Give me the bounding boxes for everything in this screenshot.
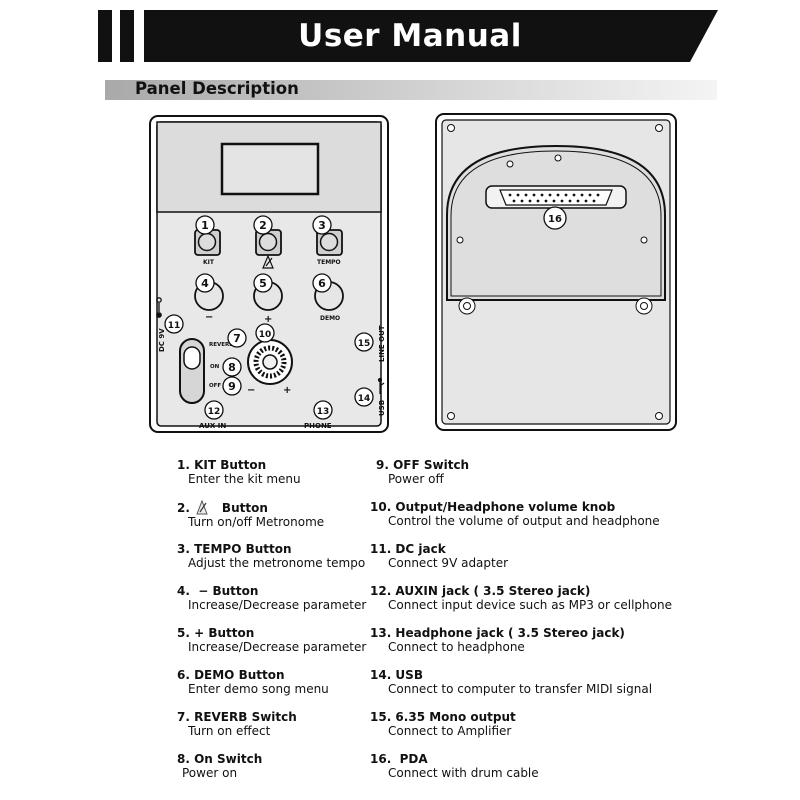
callout-9: 9	[228, 380, 236, 393]
usb-label: USB	[378, 400, 386, 416]
callout-11: 11	[168, 321, 181, 331]
item-desc: Turn on/off Metronome	[188, 515, 325, 529]
list-item: 16. PDA Connect with drum cable	[370, 752, 539, 780]
list-item: 8. On Switch Power on	[177, 752, 262, 780]
item-desc: Adjust the metronome tempo	[188, 556, 366, 570]
list-item: 1. KIT Button Enter the kit menu	[177, 458, 301, 486]
power-slide-switch[interactable]	[179, 338, 205, 404]
dc-label: DC 9V	[158, 328, 166, 352]
list-item: 5. + Button Increase/Decrease parameter	[177, 626, 366, 654]
plus-label: +	[264, 314, 272, 325]
section-title: Panel Description	[135, 79, 299, 98]
header-banner	[98, 10, 718, 62]
item-title: 4. − Button	[177, 584, 259, 598]
item-desc: Increase/Decrease parameter	[188, 598, 367, 612]
item-title: 7. REVERB Switch	[177, 710, 297, 724]
line-out-label: LINE OUT	[378, 325, 386, 362]
item-title: 3. TEMPO Button	[177, 542, 292, 556]
item-title: 15. 6.35 Mono output	[370, 710, 516, 724]
front-panel	[149, 115, 389, 433]
item-desc: Connect with drum cable	[388, 766, 539, 780]
callout-5: 5	[259, 277, 267, 290]
callout-10: 10	[259, 330, 272, 340]
callout-15: 15	[358, 339, 371, 349]
item-desc: Connect to headphone	[388, 640, 525, 654]
item-desc: Control the volume of output and headpho…	[388, 514, 660, 528]
metronome-icon	[262, 254, 274, 269]
item-title: 14. USB	[370, 668, 423, 682]
section-header-bar	[105, 80, 717, 100]
callout-13: 13	[317, 407, 330, 417]
callout-1: 1	[201, 219, 209, 232]
demo-label: DEMO	[320, 315, 340, 322]
callout-4: 4	[201, 277, 209, 290]
kit-button[interactable]	[194, 229, 221, 256]
list-item: 11. DC jack Connect 9V adapter	[370, 542, 508, 570]
item-desc: Turn on effect	[188, 724, 271, 738]
callout-14: 14	[358, 394, 371, 404]
aux-in-label: AUX IN	[199, 422, 226, 430]
item-title: 9. OFF Switch	[376, 458, 470, 472]
metronome-icon	[196, 499, 208, 515]
dc-jack-icon	[156, 297, 162, 318]
callout-3: 3	[318, 219, 326, 232]
back-panel	[435, 113, 677, 431]
item-desc: Connect to Amplifier	[388, 724, 512, 738]
item-title: 16. PDA	[370, 752, 428, 766]
item-title: 10. Output/Headphone volume knob	[370, 500, 616, 514]
callout-12: 12	[208, 407, 221, 417]
callout-8: 8	[228, 361, 236, 374]
off-label: OFF	[209, 383, 221, 389]
callout-2: 2	[259, 219, 267, 232]
item-desc: Enter the kit menu	[188, 472, 301, 486]
item-title: 5. + Button	[177, 626, 255, 640]
list-item: 15. 6.35 Mono output Connect to Amplifie…	[370, 710, 516, 738]
item-title: 13. Headphone jack ( 3.5 Stereo jack)	[370, 626, 625, 640]
item-desc: Connect 9V adapter	[388, 556, 509, 570]
item-desc: Connect to computer to transfer MIDI sig…	[388, 682, 653, 696]
reverb-label: REVERB	[209, 342, 233, 348]
tempo-label: TEMPO	[317, 259, 341, 266]
pda-connector[interactable]	[485, 185, 627, 209]
list-item: 3. TEMPO Button Adjust the metronome tem…	[177, 542, 365, 570]
tempo-button[interactable]	[316, 229, 343, 256]
item-title: 8. On Switch	[177, 752, 263, 766]
list-item: 13. Headphone jack ( 3.5 Stereo jack) Co…	[370, 626, 625, 654]
volume-knob[interactable]	[247, 339, 293, 385]
list-item: 12. AUXIN jack ( 3.5 Stereo jack) Connec…	[370, 584, 672, 612]
knob-minus-label: −	[247, 385, 255, 396]
panel-diagram: KIT TEMPO − + DEMO REVERB ON OFF − + DC …	[149, 113, 677, 433]
item-desc: Connect input device such as MP3 or cell…	[388, 598, 672, 612]
list-item: 10. Output/Headphone volume knob Control…	[370, 500, 660, 528]
list-item: 7. REVERB Switch Turn on effect	[177, 710, 297, 738]
item-desc: Power on	[182, 766, 238, 780]
knob-plus-label: +	[283, 385, 291, 396]
item-desc: Power off	[388, 472, 444, 486]
callout-7: 7	[233, 332, 241, 345]
page-title: User Manual	[298, 18, 522, 54]
minus-label: −	[205, 312, 213, 323]
callout-16: 16	[548, 214, 562, 225]
item-title: 11. DC jack	[370, 542, 446, 556]
item-title: 2.	[177, 501, 190, 515]
metronome-button[interactable]	[255, 229, 282, 256]
kit-label: KIT	[203, 259, 215, 266]
on-label: ON	[210, 364, 220, 370]
lcd-display	[220, 142, 320, 196]
usb-icon	[377, 377, 385, 394]
list-item: 2. Button Turn on/off Metronome	[177, 499, 324, 529]
item-desc: Enter demo song menu	[188, 682, 329, 696]
list-item: 14. USB Connect to computer to transfer …	[370, 668, 652, 696]
callout-6: 6	[318, 277, 326, 290]
list-item: 4. − Button Increase/Decrease parameter	[177, 584, 366, 612]
item-desc: Increase/Decrease parameter	[188, 640, 367, 654]
list-item: 6. DEMO Button Enter demo song menu	[177, 668, 329, 696]
item-title: 6. DEMO Button	[177, 668, 285, 682]
item-title: 1. KIT Button	[177, 458, 267, 472]
item-title: 12. AUXIN jack ( 3.5 Stereo jack)	[370, 584, 591, 598]
item-title-suffix: Button	[221, 501, 268, 515]
list-item: 9. OFF Switch Power off	[370, 458, 469, 486]
phone-label: PHONE	[304, 422, 332, 430]
